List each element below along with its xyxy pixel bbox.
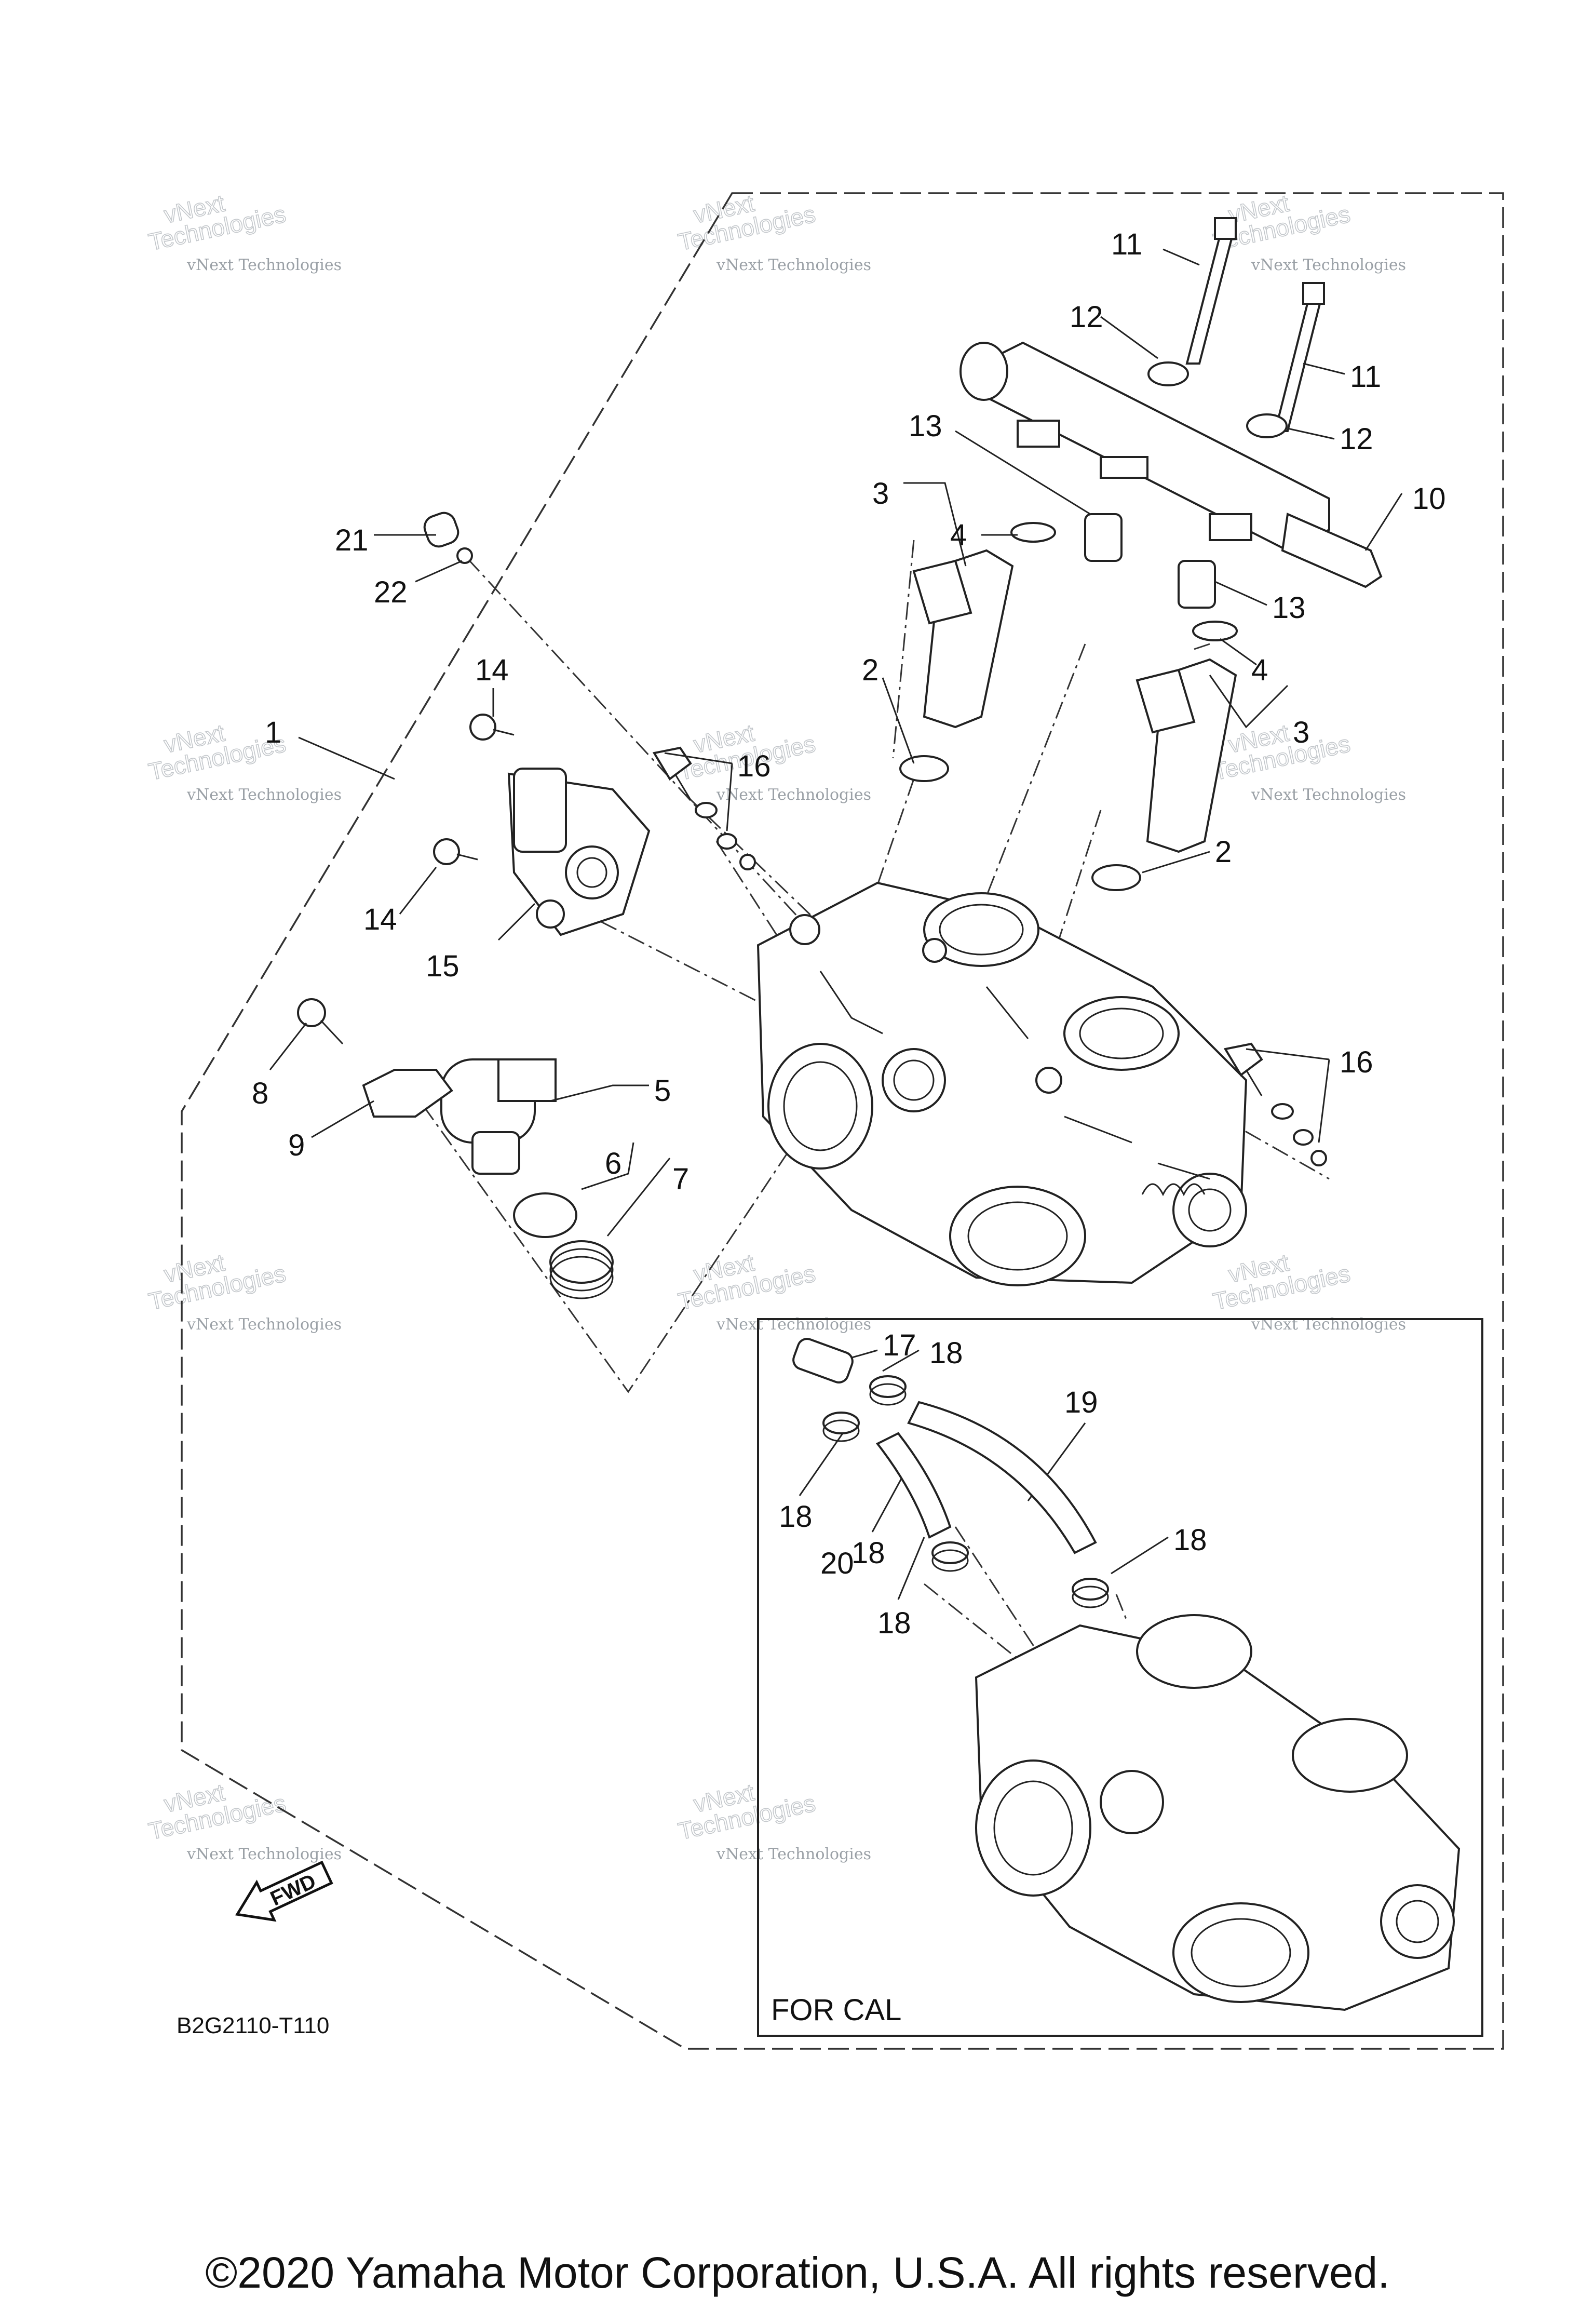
intake-air-pressure-sensor [440, 1058, 557, 1175]
callout-19: 19 [1064, 1386, 1098, 1419]
injector-seal [899, 755, 949, 782]
callout-18: 18 [851, 1536, 885, 1570]
sensor-screw [433, 838, 478, 865]
watermark: vNext Technologies vNext Technologies [146, 1778, 342, 1863]
throttle-position-sensor [507, 768, 651, 936]
callout-2: 2 [1215, 835, 1232, 869]
fwd-arrow-icon: FWD [235, 1860, 333, 1922]
watermark: vNext Technologies vNext Technologies [675, 1778, 871, 1863]
hose-19 [907, 1401, 1097, 1554]
injector-seal [1091, 864, 1141, 891]
callout-10: 10 [1412, 482, 1446, 516]
callout-22: 22 [374, 575, 408, 609]
callout-4: 4 [950, 518, 967, 552]
svg-text:vNext Technologies: vNext Technologies [186, 786, 342, 804]
callout-16: 16 [1340, 1045, 1373, 1079]
callout-14: 14 [475, 653, 509, 687]
throttle-body [756, 881, 1248, 1286]
throttle-body-inset [975, 1614, 1461, 2011]
watermark: vNext Technologies vNext Technologies [146, 719, 342, 804]
rail-washer [1147, 361, 1189, 386]
adjusting-screw-set [1223, 1042, 1327, 1166]
rail-collar [1084, 513, 1123, 562]
callout-7: 7 [672, 1162, 689, 1196]
svg-text:vNext Technologies: vNext Technologies [186, 1315, 342, 1334]
callout-4: 4 [1251, 653, 1268, 687]
injector-o-ring [1010, 522, 1056, 543]
injector-o-ring [1192, 621, 1238, 641]
svg-text:vNext Technologies: vNext Technologies [1251, 256, 1406, 274]
rail-bolt [1185, 217, 1237, 365]
hose-clamp [1072, 1578, 1109, 1608]
callout-8: 8 [252, 1077, 268, 1110]
sensor-o-ring [513, 1192, 577, 1238]
callout-18: 18 [1173, 1523, 1207, 1557]
callout-5: 5 [654, 1074, 671, 1108]
rail-collar [1178, 560, 1216, 609]
sensor-screw [297, 998, 344, 1045]
callout-11: 11 [1350, 360, 1381, 394]
hose-clamp [931, 1541, 969, 1572]
callout-numbers: 1 2 2 3 3 4 4 5 6 7 8 9 10 11 11 12 12 1… [252, 227, 1446, 1640]
copyright-notice: ©2020 Yamaha Motor Corporation, U.S.A. A… [205, 2248, 1389, 2297]
sensor-bracket [362, 1069, 453, 1118]
callout-2: 2 [862, 653, 878, 687]
cap-o-ring [456, 547, 473, 564]
callout-13: 13 [1272, 591, 1306, 625]
callout-14: 14 [363, 903, 397, 936]
rail-bolt [1274, 282, 1325, 432]
callout-18: 18 [929, 1336, 963, 1370]
sensor-spring [549, 1240, 614, 1299]
diagram-code: B2G2110-T110 [177, 2013, 329, 2038]
rail-washer [1246, 413, 1288, 438]
svg-text:vNext Technologies: vNext Technologies [716, 1845, 871, 1863]
watermark: vNext Technologies vNext Technologies [675, 1248, 871, 1334]
callout-13: 13 [909, 409, 942, 443]
callout-18: 18 [877, 1606, 911, 1640]
callout-12: 12 [1070, 300, 1103, 334]
hose-20 [875, 1432, 952, 1539]
canister-fitting [792, 1338, 854, 1383]
svg-text:vNext Technologies: vNext Technologies [716, 786, 871, 804]
watermark: vNext Technologies vNext Technologies [1210, 189, 1406, 274]
watermark: vNext Technologies vNext Technologies [675, 719, 871, 804]
watermark: vNext Technologies vNext Technologies [146, 1248, 342, 1334]
svg-text:vNext Technologies: vNext Technologies [716, 256, 871, 274]
watermark: vNext Technologies vNext Technologies [146, 189, 342, 274]
inset-frame [757, 1318, 1483, 2037]
callout-3: 3 [1293, 716, 1309, 749]
callout-1: 1 [265, 716, 281, 749]
hose-clamp [869, 1375, 907, 1406]
fuel-injector [912, 549, 1014, 729]
watermark: vNext Technologies vNext Technologies [1210, 1248, 1406, 1334]
callout-17: 17 [883, 1328, 916, 1362]
svg-text:vNext Technologies: vNext Technologies [1251, 786, 1406, 804]
callout-18: 18 [779, 1500, 813, 1534]
callout-3: 3 [872, 477, 889, 511]
fuel-injector [1136, 658, 1237, 853]
hose-clamp [822, 1412, 860, 1442]
svg-text:vNext Technologies: vNext Technologies [186, 256, 342, 274]
callout-11: 11 [1111, 227, 1142, 261]
inset-for-cal: FOR CAL [757, 1318, 1483, 2037]
callout-20: 20 [820, 1547, 854, 1580]
fuel-rail [959, 341, 1383, 588]
callout-16: 16 [737, 749, 771, 783]
callout-6: 6 [605, 1147, 621, 1180]
assembly-outline [181, 192, 1504, 2050]
watermark: vNext Technologies vNext Technologies [675, 189, 871, 274]
callout-12: 12 [1340, 422, 1373, 456]
sensor-screw [469, 714, 515, 741]
callout-15: 15 [426, 949, 459, 983]
svg-text:vNext Technologies: vNext Technologies [186, 1845, 342, 1863]
callout-9: 9 [288, 1129, 305, 1162]
inset-label: FOR CAL [771, 1993, 901, 2027]
callout-21: 21 [335, 523, 369, 557]
cap [423, 512, 459, 548]
